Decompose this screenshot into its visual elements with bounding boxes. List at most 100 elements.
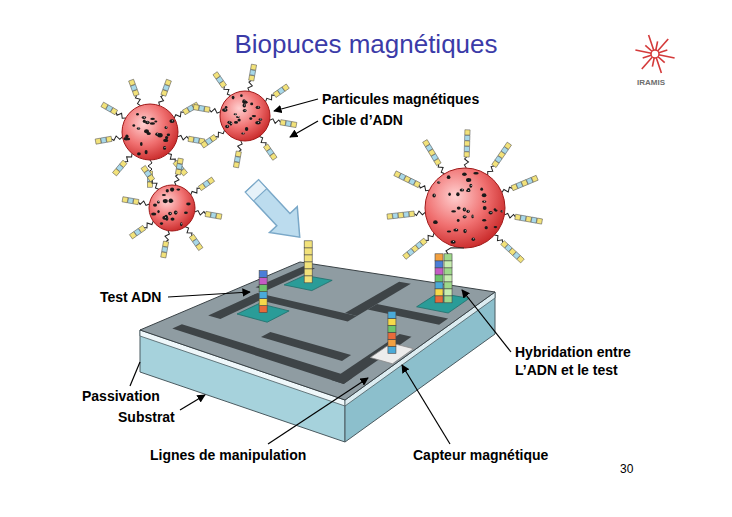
iron-grain — [457, 219, 460, 222]
linker — [138, 200, 150, 206]
part-label: Substrat — [118, 408, 175, 426]
magnetic-particle — [122, 158, 222, 258]
dna-strand — [101, 102, 127, 120]
target-strand — [444, 296, 452, 303]
linker — [418, 184, 430, 192]
iron-grain — [473, 172, 478, 175]
base — [398, 212, 404, 218]
iron-grain — [165, 126, 168, 129]
base — [392, 213, 398, 219]
iron-grain — [157, 200, 160, 203]
block-arrow — [238, 173, 314, 250]
target-strand — [444, 289, 452, 296]
iron-grain — [168, 212, 172, 216]
logo-core — [651, 50, 659, 58]
target-strand — [444, 268, 452, 275]
target-strand — [444, 261, 452, 268]
grain-highlight — [484, 201, 485, 202]
dna-strand — [166, 152, 187, 176]
grain-highlight — [473, 238, 474, 239]
grain-highlight — [434, 195, 435, 196]
iron-grain — [151, 213, 156, 216]
iron-grain — [501, 210, 503, 213]
iron-grain — [140, 142, 143, 146]
part-label: Passivation — [82, 387, 160, 405]
dna-strand — [161, 230, 171, 258]
iron-grain — [155, 132, 159, 136]
dna-strand — [194, 209, 222, 219]
iron-grain — [124, 137, 129, 140]
base — [282, 84, 289, 91]
base — [291, 122, 297, 128]
iron-grain — [463, 208, 466, 212]
iron-grain — [483, 206, 487, 210]
target-strand — [444, 254, 452, 261]
iron-grain — [255, 121, 261, 124]
probe-strand — [304, 255, 312, 262]
iron-grain — [186, 203, 190, 206]
dna-strand — [423, 140, 447, 175]
base — [213, 72, 220, 79]
iron-grain — [167, 133, 170, 136]
iron-grain — [222, 108, 228, 112]
grain-highlight — [138, 128, 139, 129]
grain-highlight — [245, 110, 246, 111]
linker — [414, 210, 425, 215]
grain-highlight — [157, 133, 158, 134]
iron-grain — [433, 220, 438, 224]
dna-strand — [173, 158, 183, 186]
iron-grain — [469, 184, 472, 188]
base — [531, 175, 538, 182]
grain-highlight — [227, 126, 228, 127]
iron-grain — [456, 192, 459, 196]
iron-grain — [243, 109, 247, 112]
base — [176, 163, 182, 169]
base — [129, 232, 136, 239]
iron-grain — [160, 222, 163, 225]
linker — [194, 210, 206, 216]
iron-grain — [232, 96, 235, 100]
magnetic-particle — [193, 64, 297, 168]
iron-grain — [460, 189, 464, 192]
iron-grain — [169, 119, 174, 123]
dna-strand — [486, 142, 512, 176]
iron-grain — [163, 146, 166, 150]
base — [423, 140, 430, 147]
test-probe — [388, 318, 396, 325]
iron-grain — [238, 119, 241, 122]
dna-strand — [394, 171, 431, 193]
linker — [177, 135, 189, 141]
base — [122, 197, 128, 203]
iron-grain — [466, 210, 469, 213]
arrow-tail — [245, 180, 266, 201]
iron-grain — [169, 199, 173, 203]
iron-grain — [447, 175, 451, 179]
base — [113, 169, 120, 176]
base — [520, 215, 526, 221]
iron-grain — [250, 103, 253, 106]
base — [201, 141, 208, 148]
test-probe — [435, 254, 443, 261]
base — [517, 256, 524, 263]
base — [234, 156, 240, 162]
iron-grain — [225, 106, 228, 108]
grain-highlight — [453, 241, 454, 242]
base — [106, 136, 112, 142]
dna-strand — [257, 135, 277, 160]
dna-strand — [269, 118, 297, 128]
test-probe — [259, 306, 267, 313]
iron-grain — [451, 210, 456, 212]
iron-grain — [234, 113, 237, 115]
base — [251, 64, 257, 70]
leader-line — [268, 378, 368, 444]
dna-strand — [177, 134, 205, 144]
base — [210, 212, 216, 218]
particle-sphere — [122, 104, 178, 160]
logo-text: IRAMIS — [637, 77, 665, 88]
base — [464, 141, 469, 146]
test-probe — [259, 299, 267, 306]
base — [465, 135, 470, 140]
base — [526, 216, 532, 222]
target-strand — [444, 275, 452, 282]
iron-grain — [463, 229, 466, 233]
